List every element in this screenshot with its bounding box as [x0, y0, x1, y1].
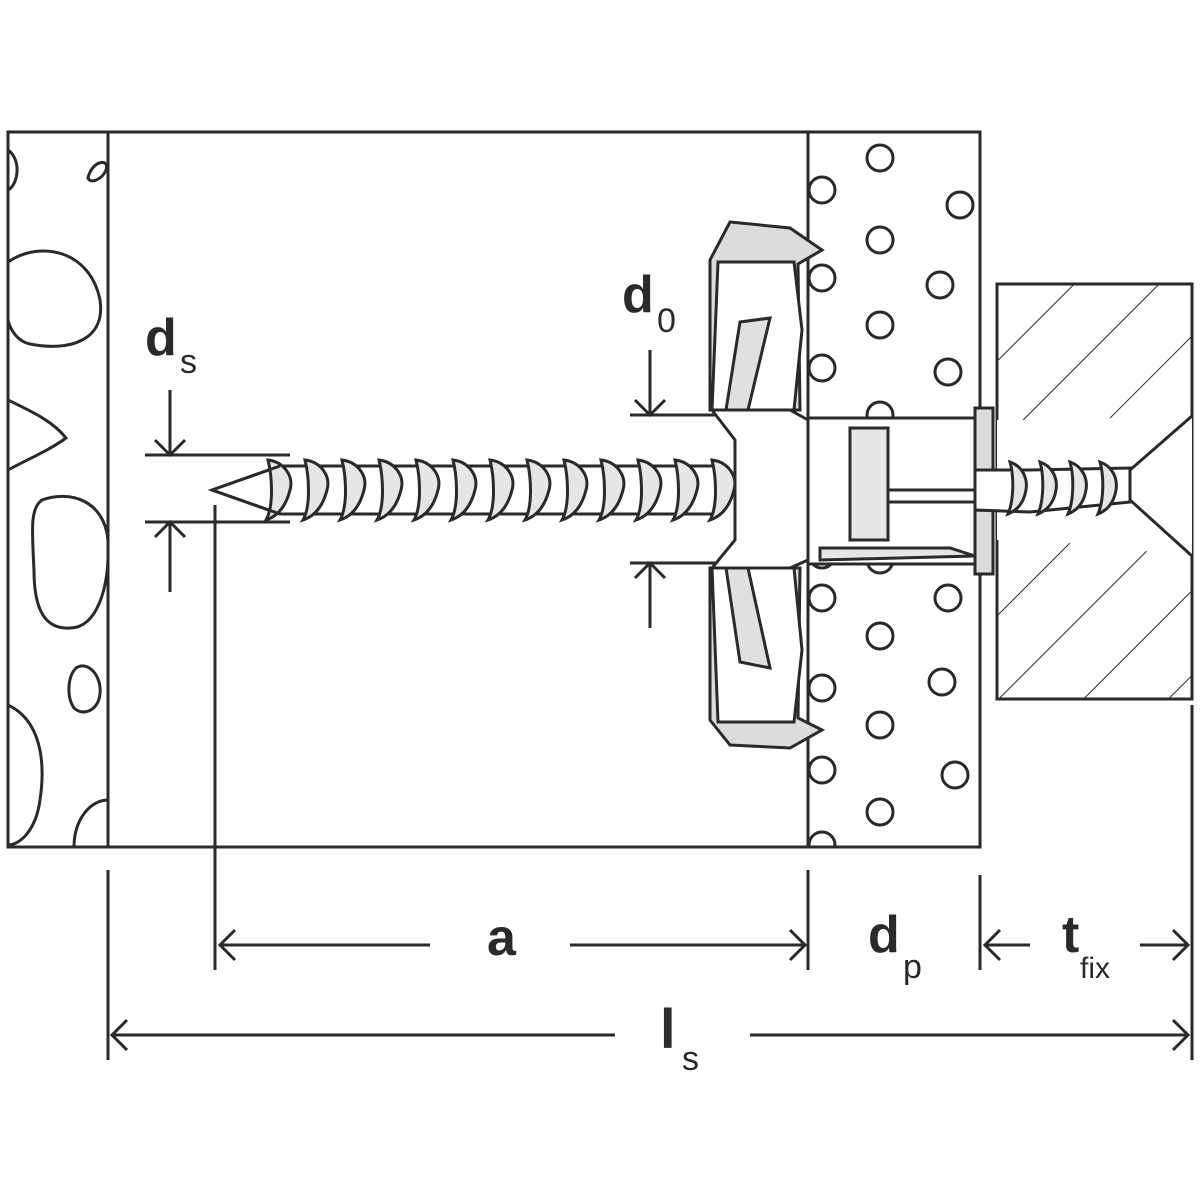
label-ds-main: d: [145, 309, 177, 367]
panel-pore: [933, 583, 963, 613]
panel-pore: [865, 143, 895, 173]
panel-pore: [865, 310, 895, 340]
panel-pore: [925, 270, 955, 300]
panel-pore: [865, 225, 895, 255]
label-dp-sub: p: [903, 948, 922, 986]
screw-thread: [1095, 459, 1118, 517]
screw-thread: [484, 458, 515, 523]
screw: [207, 458, 1132, 523]
cavity: [108, 130, 808, 849]
anchor-sleeve: [806, 406, 995, 576]
label-tfix-sub: fix: [1080, 952, 1110, 985]
screw-thread: [632, 458, 663, 523]
screw-thread: [262, 458, 293, 523]
screw-thread: [669, 458, 700, 523]
label-ls: l s: [660, 997, 699, 1078]
label-ls-sub: s: [682, 1040, 699, 1078]
screw-thread: [447, 458, 478, 523]
screw-thread: [706, 458, 737, 523]
label-ds: d s: [145, 309, 197, 381]
label-tfix: t fix: [1062, 906, 1110, 985]
panel-pore: [865, 621, 895, 651]
panel-pore: [940, 760, 970, 790]
dimension-lines: [106, 350, 1194, 1060]
panel-pore: [808, 263, 837, 293]
panel-pore: [808, 830, 837, 847]
screw-thread: [558, 458, 589, 523]
panel-pore: [808, 583, 837, 613]
label-dp: d p: [868, 906, 922, 986]
label-tfix-main: t: [1062, 906, 1079, 964]
panel-pore: [927, 667, 957, 697]
label-a: a: [487, 909, 517, 967]
panel-pore: [865, 710, 895, 740]
screw-thread: [1065, 459, 1088, 517]
screw-thread: [1035, 459, 1058, 517]
screw-thread: [373, 458, 404, 523]
screw-thread: [1005, 459, 1028, 517]
label-ls-main: l: [660, 997, 676, 1060]
panel-pore: [933, 357, 963, 387]
screw-thread: [299, 458, 330, 523]
panel-pore: [865, 797, 895, 827]
panel-pore: [945, 190, 975, 220]
screw-thread: [595, 458, 626, 523]
screw-thread: [410, 458, 441, 523]
label-d0-sub: 0: [657, 302, 676, 340]
panel-pore: [808, 175, 837, 205]
panel-pore: [808, 353, 837, 383]
label-ds-sub: s: [180, 343, 197, 381]
label-d0-main: d: [622, 266, 654, 324]
base-material-left: [6, 130, 110, 849]
screw-thread: [521, 458, 552, 523]
panel-pore: [808, 755, 837, 785]
label-a-main: a: [487, 909, 517, 967]
label-dp-main: d: [868, 906, 900, 964]
label-d0: d 0: [622, 266, 676, 340]
panel-pore: [808, 673, 837, 703]
screw-thread: [336, 458, 367, 523]
anchor-toggle: [708, 220, 826, 750]
